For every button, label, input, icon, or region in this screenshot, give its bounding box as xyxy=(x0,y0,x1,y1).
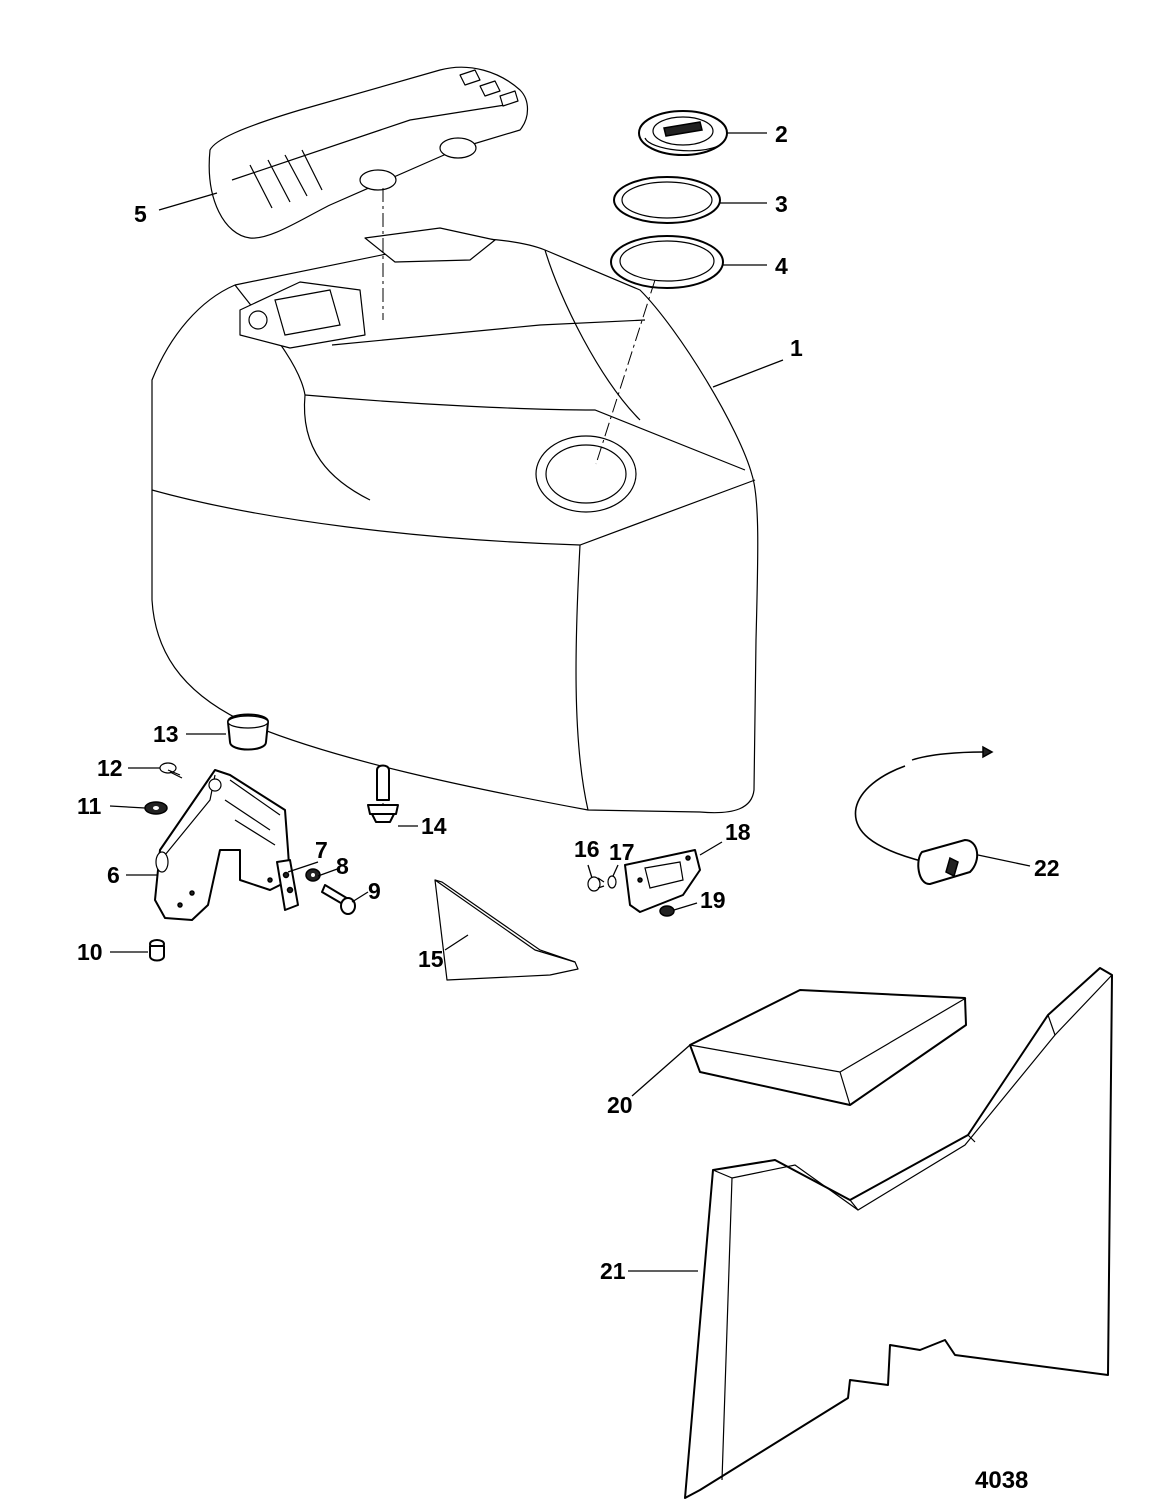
leader-16 xyxy=(587,864,593,879)
leader-5 xyxy=(158,192,218,211)
part-angle-strip xyxy=(434,879,579,981)
callout-15: 15 xyxy=(418,946,444,972)
leader-22 xyxy=(977,854,1031,867)
callout-3: 3 xyxy=(775,191,788,217)
center-line-fill xyxy=(595,279,656,465)
callout-9: 9 xyxy=(368,878,381,904)
leader-19 xyxy=(673,902,698,911)
callout-13: 13 xyxy=(153,721,179,747)
part-bolt xyxy=(321,884,356,915)
part-insulation-panel xyxy=(684,967,1113,1499)
leader-15 xyxy=(444,934,469,951)
leader-7 xyxy=(287,861,319,873)
leader-17 xyxy=(612,864,619,877)
leader-18 xyxy=(699,841,723,856)
part-screw-2 xyxy=(587,876,605,892)
leader-lines xyxy=(109,132,1031,1272)
callout-18: 18 xyxy=(725,819,751,845)
leader-9 xyxy=(351,891,369,903)
callout-12: 12 xyxy=(97,755,123,781)
part-small-washer xyxy=(607,875,617,889)
leader-11 xyxy=(109,805,146,809)
callout-17: 17 xyxy=(609,839,635,865)
part-plate xyxy=(276,859,299,911)
callout-16: 16 xyxy=(574,836,600,862)
callout-20: 20 xyxy=(607,1092,633,1118)
figure-number: 4038 xyxy=(975,1467,1028,1494)
part-screw xyxy=(159,762,183,779)
part-nut xyxy=(659,905,675,917)
part-washer xyxy=(305,868,321,882)
part-pin xyxy=(367,764,399,823)
callout-14: 14 xyxy=(421,813,447,839)
part-plug xyxy=(227,713,269,751)
callout-1: 1 xyxy=(790,335,803,361)
callout-22: 22 xyxy=(1034,855,1060,881)
callout-labels: 1 2 3 4 5 6 7 8 9 10 11 12 13 14 15 16 1… xyxy=(77,121,1060,1284)
callout-7: 7 xyxy=(315,837,328,863)
leader-20 xyxy=(631,1044,691,1097)
callout-6: 6 xyxy=(107,862,120,888)
part-cable-knob xyxy=(854,745,994,885)
part-foam-pad xyxy=(689,989,967,1106)
part-latch-plate xyxy=(624,849,701,913)
callout-2: 2 xyxy=(775,121,788,147)
part-grommet xyxy=(149,939,165,962)
leader-8 xyxy=(317,867,341,877)
part-star-washer xyxy=(144,801,168,815)
part-top-cowl xyxy=(151,227,759,814)
part-vent-cover xyxy=(208,66,529,239)
callout-11: 11 xyxy=(77,793,102,819)
part-fuel-cap xyxy=(638,110,728,156)
part-latch-bracket xyxy=(154,769,291,921)
callout-19: 19 xyxy=(700,887,726,913)
callout-5: 5 xyxy=(134,201,147,227)
callout-10: 10 xyxy=(77,939,103,965)
callout-21: 21 xyxy=(600,1258,626,1284)
part-seal-ring xyxy=(610,235,724,289)
part-gasket xyxy=(613,176,721,224)
leader-1 xyxy=(712,359,784,388)
callout-8: 8 xyxy=(336,853,349,879)
callout-4: 4 xyxy=(775,253,788,279)
